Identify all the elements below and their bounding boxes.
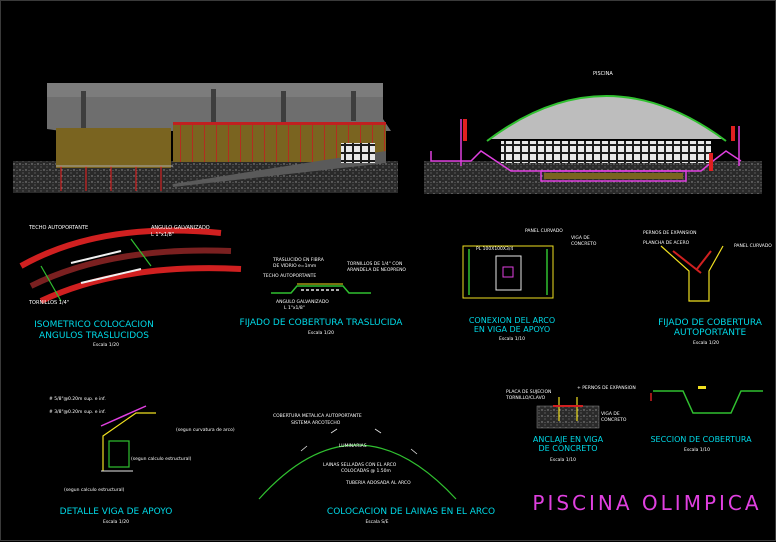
svg-text:Escala 1/20: Escala 1/20 <box>103 519 129 525</box>
detail-anclaje: PLACA DE SUJECION + PERNOS DE EXPANSION … <box>505 385 636 463</box>
svg-text:DE VIDRIO e=1mm: DE VIDRIO e=1mm <box>273 263 316 269</box>
svg-text:ARANDELA DE NEOPRENO: ARANDELA DE NEOPRENO <box>347 267 406 273</box>
svg-text:CONCRETO: CONCRETO <box>571 241 597 247</box>
svg-text:TORNILLOS DE 1/4" CON: TORNILLOS DE 1/4" CON <box>346 261 402 267</box>
pool-basin <box>544 173 683 179</box>
building-elevation <box>13 83 398 193</box>
svg-text:PLANCHA DE ACERO: PLANCHA DE ACERO <box>643 240 690 246</box>
svg-text:(segun curvatura de arco): (segun curvatura de arco) <box>176 427 235 433</box>
columns <box>60 166 162 191</box>
left-wall <box>56 128 171 168</box>
title-viga-apoyo: DETALLE VIGA DE APOYO <box>60 507 173 517</box>
detail-isometric: TECHO AUTOPORTANTE ANGULO GALVANIZADO L … <box>19 225 242 348</box>
title-fijado-traslucida: FIJADO DE COBERTURA TRASLUCIDA <box>240 318 404 328</box>
svg-text:L 1"x1/8": L 1"x1/8" <box>284 305 305 311</box>
pool-section: PISCINA <box>424 71 762 194</box>
svg-text:ANGULO GALVANIZADO: ANGULO GALVANIZADO <box>151 225 210 231</box>
title-conexion: CONEXION DEL ARCO <box>469 316 555 325</box>
detail-seccion-cobertura: SECCION DE COBERTURA Escala 1/10 <box>650 386 763 453</box>
title-seccion-cobertura: SECCION DE COBERTURA <box>650 435 752 444</box>
svg-text:L 1"x1/8": L 1"x1/8" <box>151 232 174 238</box>
svg-text:PANEL CURVADO: PANEL CURVADO <box>734 243 772 249</box>
svg-text:ANGULOS TRASLUCIDOS: ANGULOS TRASLUCIDOS <box>39 331 149 341</box>
svg-text:(segun calculo estructural): (segun calculo estructural) <box>64 487 125 493</box>
svg-text:TUBERIA ADOSADA AL ARCO: TUBERIA ADOSADA AL ARCO <box>345 480 411 486</box>
detail-conexion: PANEL CURVADO PL 100X100X3/4 VIGA DE CON… <box>462 228 597 342</box>
main-title: PISCINA OLIMPICA <box>532 491 761 515</box>
svg-text:LAINAS SELLADAS CON EL ARCO: LAINAS SELLADAS CON EL ARCO <box>323 462 397 468</box>
svg-text:Escala S/E: Escala S/E <box>365 519 388 525</box>
detail-viga-apoyo: # 5/8"@0.20m sup. e inf. # 3/8"@0.20m su… <box>49 396 235 525</box>
svg-text:EN VIGA DE APOYO: EN VIGA DE APOYO <box>474 325 550 334</box>
svg-text:COLOCADAS @ 1.50m: COLOCADAS @ 1.50m <box>341 468 391 474</box>
dome-arc <box>486 95 727 142</box>
roof-dark-bands <box>81 89 356 129</box>
section-glazing <box>501 141 711 163</box>
svg-text:LUMINARIAS: LUMINARIAS <box>339 443 367 449</box>
svg-text:PANEL CURVADO: PANEL CURVADO <box>525 228 563 234</box>
svg-text:TECHO AUTOPORTANTE: TECHO AUTOPORTANTE <box>28 225 88 231</box>
access-ramp <box>173 151 386 187</box>
svg-text:TRASLUCIDO EN FIBRA: TRASLUCIDO EN FIBRA <box>272 257 325 263</box>
svg-text:PERNOS DE EXPANSION: PERNOS DE EXPANSION <box>643 230 697 236</box>
svg-text:# 5/8"@0.20m sup. e inf.: # 5/8"@0.20m sup. e inf. <box>49 396 106 402</box>
svg-text:DE CONCRETO: DE CONCRETO <box>538 444 597 453</box>
title-fijado-autoportante: FIJADO DE COBERTURA <box>658 318 763 328</box>
svg-text:TORNILLO/CLAVO: TORNILLO/CLAVO <box>505 395 546 401</box>
svg-text:PL 100X100X3/4: PL 100X100X3/4 <box>476 246 513 252</box>
svg-text:TORNILLOS 1/4": TORNILLOS 1/4" <box>28 300 69 306</box>
detail-lainas: COBERTURA METALICA AUTOPORTANTE SISTEMA … <box>258 413 495 525</box>
svg-text:PLACA DE SUJECION: PLACA DE SUJECION <box>506 389 551 395</box>
detail-fijado-traslucida: TRASLUCIDO EN FIBRA DE VIDRIO e=1mm TORN… <box>240 257 407 336</box>
section-structure <box>430 119 742 182</box>
title-anclaje: ANCLAJE EN VIGA <box>533 435 604 444</box>
svg-text:Escala 1/10: Escala 1/10 <box>499 336 525 342</box>
svg-text:TECHO AUTOPORTANTE: TECHO AUTOPORTANTE <box>262 273 316 279</box>
entrance-glazing <box>341 143 375 163</box>
dome-label: PISCINA <box>593 71 613 77</box>
svg-text:Escala 1/10: Escala 1/10 <box>550 457 576 463</box>
title-lainas: COLOCACION DE LAINAS EN EL ARCO <box>327 507 495 517</box>
svg-text:+ PERNOS DE EXPANSION: + PERNOS DE EXPANSION <box>577 385 636 391</box>
svg-text:Escala 1/10: Escala 1/10 <box>684 447 710 453</box>
svg-text:CONCRETO: CONCRETO <box>601 417 627 423</box>
svg-text:# 3/8"@0.20m sup. e inf.: # 3/8"@0.20m sup. e inf. <box>49 409 106 415</box>
svg-text:AUTOPORTANTE: AUTOPORTANTE <box>674 328 747 338</box>
svg-text:(segun calculo estructural): (segun calculo estructural) <box>131 456 192 462</box>
detail-fijado-autoportante: PERNOS DE EXPANSION PLANCHA DE ACERO PAN… <box>643 230 772 346</box>
svg-text:Escala 1/20: Escala 1/20 <box>93 342 119 348</box>
svg-text:VIGA DE: VIGA DE <box>601 411 620 417</box>
svg-text:Escala 1/20: Escala 1/20 <box>308 330 334 336</box>
svg-text:ANGULO GALVANIZADO: ANGULO GALVANIZADO <box>276 299 329 305</box>
svg-text:COBERTURA METALICA AUTOPORTANT: COBERTURA METALICA AUTOPORTANTE <box>273 413 362 419</box>
svg-text:Escala 1/20: Escala 1/20 <box>693 340 719 346</box>
title-isometric: ISOMETRICO COLOCACION <box>34 320 154 330</box>
svg-text:SISTEMA ARCOTECHO: SISTEMA ARCOTECHO <box>291 420 341 426</box>
svg-text:VIGA DE: VIGA DE <box>571 235 590 241</box>
